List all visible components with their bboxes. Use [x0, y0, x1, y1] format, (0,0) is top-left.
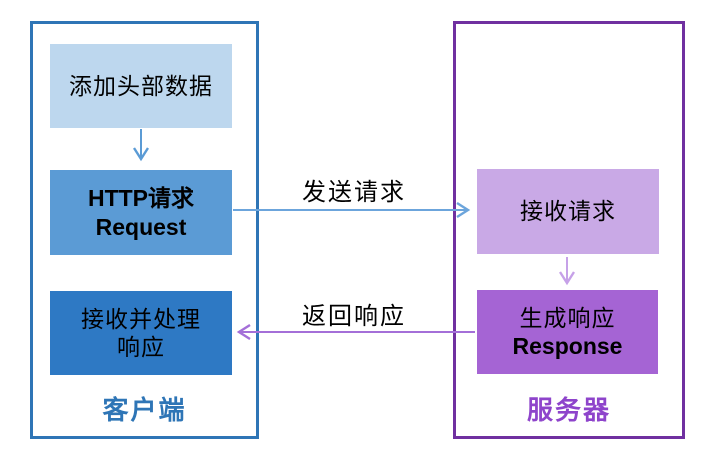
receive-process-line1: 接收并处理	[81, 305, 201, 332]
http-request-line2: Request	[95, 213, 187, 240]
generate-response-line2: Response	[512, 333, 623, 359]
http-request-box: HTTP请求 Request	[50, 170, 232, 255]
generate-response-box: 生成响应 Response	[477, 290, 658, 374]
receive-request-label: 接收请求	[520, 198, 616, 225]
http-request-line1: HTTP请求	[87, 185, 195, 212]
add-header-data-label: 添加头部数据	[69, 72, 213, 99]
receive-process-line2: 响应	[117, 334, 165, 360]
receive-process-response-box: 接收并处理 响应	[50, 291, 232, 375]
client-label: 客户端	[102, 395, 187, 425]
add-header-data-box: 添加头部数据	[50, 44, 232, 128]
generate-response-line1: 生成响应	[519, 304, 616, 331]
send-request-label: 发送请求	[302, 179, 406, 206]
return-response-label: 返回响应	[302, 303, 406, 330]
server-label: 服务器	[526, 395, 611, 425]
receive-request-box: 接收请求	[477, 169, 659, 254]
